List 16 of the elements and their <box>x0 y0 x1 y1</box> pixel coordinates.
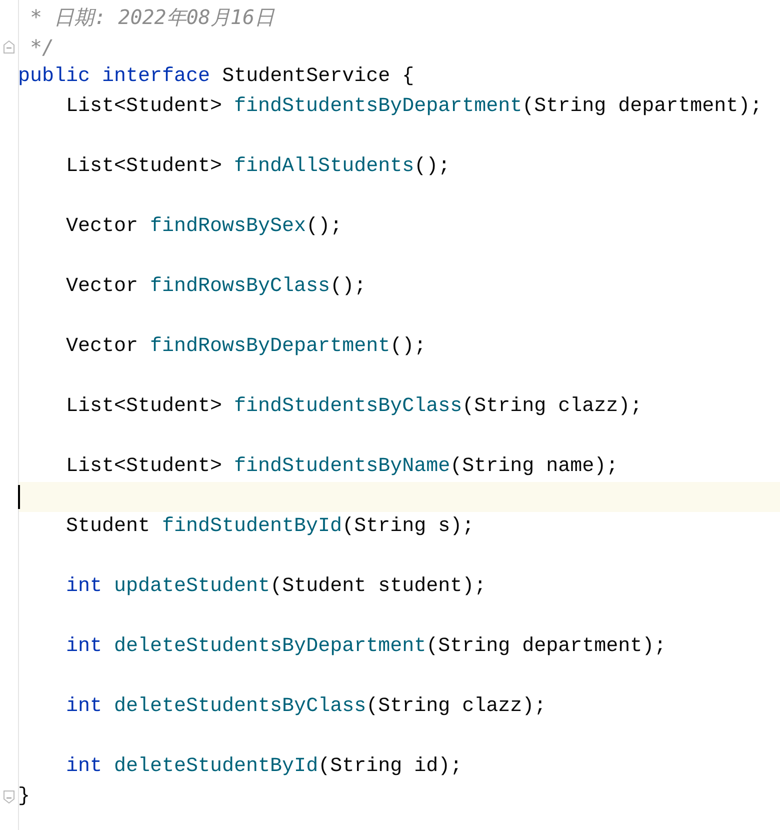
code-line: Vector findRowsBySex(); <box>66 214 342 240</box>
code-line: int updateStudent(Student student); <box>66 574 486 600</box>
code-line: Vector findRowsByDepartment(); <box>66 334 426 360</box>
code-comment: * 日期: 2022年08月16日 <box>30 4 274 31</box>
code-line: List<Student> findStudentsByDepartment(String department); <box>66 94 762 120</box>
code-line: List<Student> findStudentsByName(String name); <box>66 454 618 480</box>
code-line: int deleteStudentsByDepartment(String department); <box>66 634 666 660</box>
code-line: Vector findRowsByClass(); <box>66 274 366 300</box>
code-line: public interface StudentService { <box>18 64 414 90</box>
code-line: List<Student> findAllStudents(); <box>66 154 450 180</box>
code-comment: */ <box>30 34 54 61</box>
code-line: } <box>18 784 30 810</box>
code-line: List<Student> findStudentsByClass(String clazz); <box>66 394 642 420</box>
code-line: int deleteStudentById(String id); <box>66 754 462 780</box>
code-line: Student findStudentById(String s); <box>66 514 474 540</box>
code-line: int deleteStudentsByClass(String clazz); <box>66 694 546 720</box>
